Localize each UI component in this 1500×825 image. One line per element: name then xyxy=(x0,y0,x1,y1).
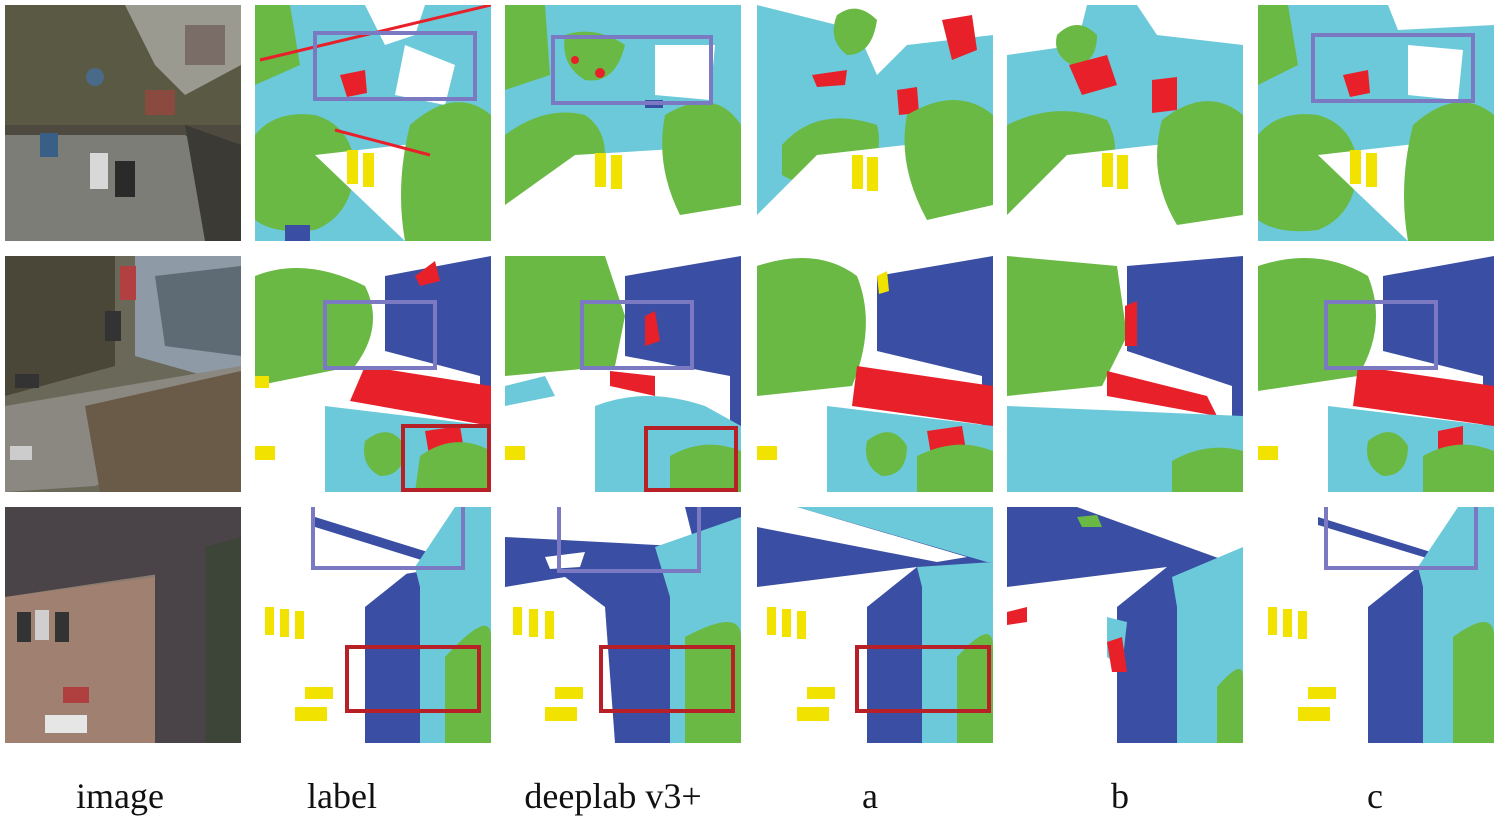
segmentation-c-row3 xyxy=(1258,507,1494,743)
segmentation-b-row2 xyxy=(1007,256,1243,492)
segmentation-b-row3 xyxy=(1007,507,1243,743)
segmentation-label-row1 xyxy=(255,5,491,241)
aerial-image-row1 xyxy=(5,5,241,241)
segmentation-deeplab-row3 xyxy=(505,507,741,743)
segmentation-a-row2 xyxy=(757,256,993,492)
segmentation-c-row2 xyxy=(1258,256,1494,492)
column-label-label: label xyxy=(307,776,377,816)
column-label-deeplab: deeplab v3+ xyxy=(524,776,702,816)
column-label-image: image xyxy=(76,776,164,816)
segmentation-a-row1 xyxy=(757,5,993,241)
aerial-image-row3 xyxy=(5,507,241,743)
segmentation-label-row3 xyxy=(255,507,491,743)
column-label-b: b xyxy=(1111,776,1129,816)
segmentation-label-row2 xyxy=(255,256,491,492)
segmentation-deeplab-row1 xyxy=(505,5,741,241)
segmentation-c-row1 xyxy=(1258,5,1494,241)
segmentation-deeplab-row2 xyxy=(505,256,741,492)
column-label-a: a xyxy=(862,776,878,816)
segmentation-b-row1 xyxy=(1007,5,1243,241)
aerial-image-row2 xyxy=(5,256,241,492)
column-label-c: c xyxy=(1367,776,1383,816)
segmentation-a-row3 xyxy=(757,507,993,743)
